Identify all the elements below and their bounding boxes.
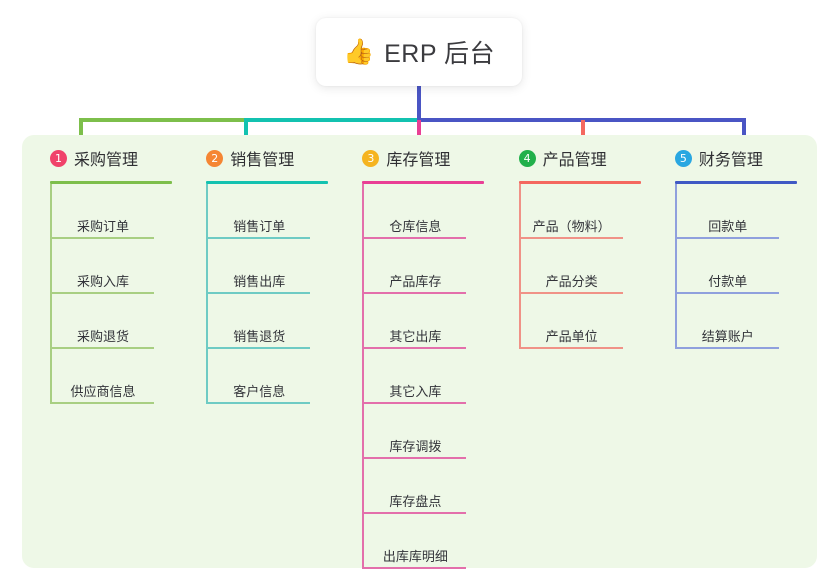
list-item[interactable]: 仓库信息	[362, 184, 467, 239]
list-item[interactable]: 产品（物料）	[518, 184, 623, 239]
column-rule-1	[50, 181, 172, 184]
list-item-label: 采购订单	[76, 219, 129, 234]
list-item-label: 仓库信息	[389, 219, 442, 234]
list-item-label: 供应商信息	[70, 384, 136, 399]
list-item[interactable]: 库存调拨	[362, 404, 467, 459]
column-header-5[interactable]: 5 财务管理	[661, 135, 817, 181]
list-item[interactable]: 其它入库	[362, 349, 467, 404]
column-rule-4	[518, 181, 641, 184]
list-item-label: 产品（物料）	[532, 219, 611, 234]
column-rule-5	[674, 181, 797, 184]
list-item[interactable]: 产品分类	[518, 239, 623, 294]
list-item-label: 库存盘点	[389, 494, 442, 509]
column-items-2: 销售订单销售出库销售退货客户信息	[206, 184, 348, 404]
list-item[interactable]: 其它出库	[362, 294, 467, 349]
columns-container: 1 采购管理采购订单采购入库采购退货供应商信息 2 销售管理销售订单销售出库销售退货客…	[22, 135, 817, 569]
column-title-4: 产品管理	[542, 152, 607, 169]
list-item-label: 采购退货	[76, 329, 129, 344]
column-2: 2 销售管理销售订单销售出库销售退货客户信息	[192, 135, 348, 568]
list-item-label: 产品单位	[545, 329, 598, 344]
list-item-label: 产品库存	[389, 274, 442, 289]
diagram-panel	[22, 135, 817, 568]
column-badge-4: 4	[518, 149, 536, 167]
column-badge-2: 2	[206, 149, 224, 167]
list-item[interactable]: 采购退货	[50, 294, 154, 349]
column-items-1: 采购订单采购入库采购退货供应商信息	[50, 184, 192, 404]
list-item-label: 付款单	[708, 274, 748, 289]
list-item-label: 销售订单	[233, 219, 286, 234]
list-item-label: 出库库明细	[382, 549, 448, 564]
column-5: 5 财务管理回款单付款单结算账户	[661, 135, 817, 568]
list-item[interactable]: 销售订单	[206, 184, 311, 239]
list-item[interactable]: 供应商信息	[50, 349, 154, 404]
list-item-label: 回款单	[708, 219, 748, 234]
column-items-5: 回款单付款单结算账户	[674, 184, 817, 349]
column-1: 1 采购管理采购订单采购入库采购退货供应商信息	[36, 135, 192, 568]
column-3: 3 库存管理仓库信息产品库存其它出库其它入库库存调拨库存盘点出库库明细	[348, 135, 504, 569]
list-item[interactable]: 产品库存	[362, 239, 467, 294]
column-4: 4 产品管理产品（物料） 产品分类产品单位	[505, 135, 661, 568]
list-item-label: 结算账户	[701, 329, 754, 344]
list-item-label: 库存调拨	[389, 439, 442, 454]
list-item-label: 采购入库	[76, 274, 129, 289]
column-title-3: 库存管理	[386, 152, 451, 169]
column-badge-5: 5	[674, 149, 692, 167]
column-header-2[interactable]: 2 销售管理	[192, 135, 348, 181]
list-item-label: 销售出库	[233, 274, 286, 289]
column-title-2: 销售管理	[230, 152, 295, 169]
list-item-label: 产品分类	[545, 274, 598, 289]
list-item[interactable]: 客户信息	[206, 349, 311, 404]
list-item[interactable]: 回款单	[674, 184, 779, 239]
list-item[interactable]: 结算账户	[674, 294, 779, 349]
list-item[interactable]: 库存盘点	[362, 459, 467, 514]
column-rule-3	[362, 181, 485, 184]
column-header-4[interactable]: 4 产品管理	[505, 135, 661, 181]
column-rule-2	[206, 181, 329, 184]
list-item-label: 其它入库	[389, 384, 442, 399]
column-title-1: 采购管理	[74, 152, 139, 169]
column-title-5: 财务管理	[698, 152, 763, 169]
column-badge-3: 3	[362, 149, 380, 167]
column-items-3: 仓库信息产品库存其它出库其它入库库存调拨库存盘点出库库明细	[362, 184, 504, 569]
list-item[interactable]: 产品单位	[518, 294, 623, 349]
thumbs-up-icon: 👍	[342, 37, 375, 66]
list-item[interactable]: 付款单	[674, 239, 779, 294]
column-header-3[interactable]: 3 库存管理	[348, 135, 504, 181]
page-title: ERP 后台	[384, 40, 496, 68]
column-items-4: 产品（物料） 产品分类产品单位	[518, 184, 661, 349]
list-item[interactable]: 销售退货	[206, 294, 311, 349]
list-item[interactable]: 出库库明细	[362, 514, 467, 569]
list-item-label: 销售退货	[233, 329, 286, 344]
column-header-1[interactable]: 1 采购管理	[36, 135, 192, 181]
list-item-label: 其它出库	[389, 329, 442, 344]
list-item[interactable]: 采购入库	[50, 239, 154, 294]
root-title-card: 👍 ERP 后台	[316, 18, 522, 86]
list-item[interactable]: 销售出库	[206, 239, 311, 294]
list-item[interactable]: 采购订单	[50, 184, 154, 239]
list-item-label: 客户信息	[233, 384, 286, 399]
column-badge-1: 1	[50, 149, 67, 167]
